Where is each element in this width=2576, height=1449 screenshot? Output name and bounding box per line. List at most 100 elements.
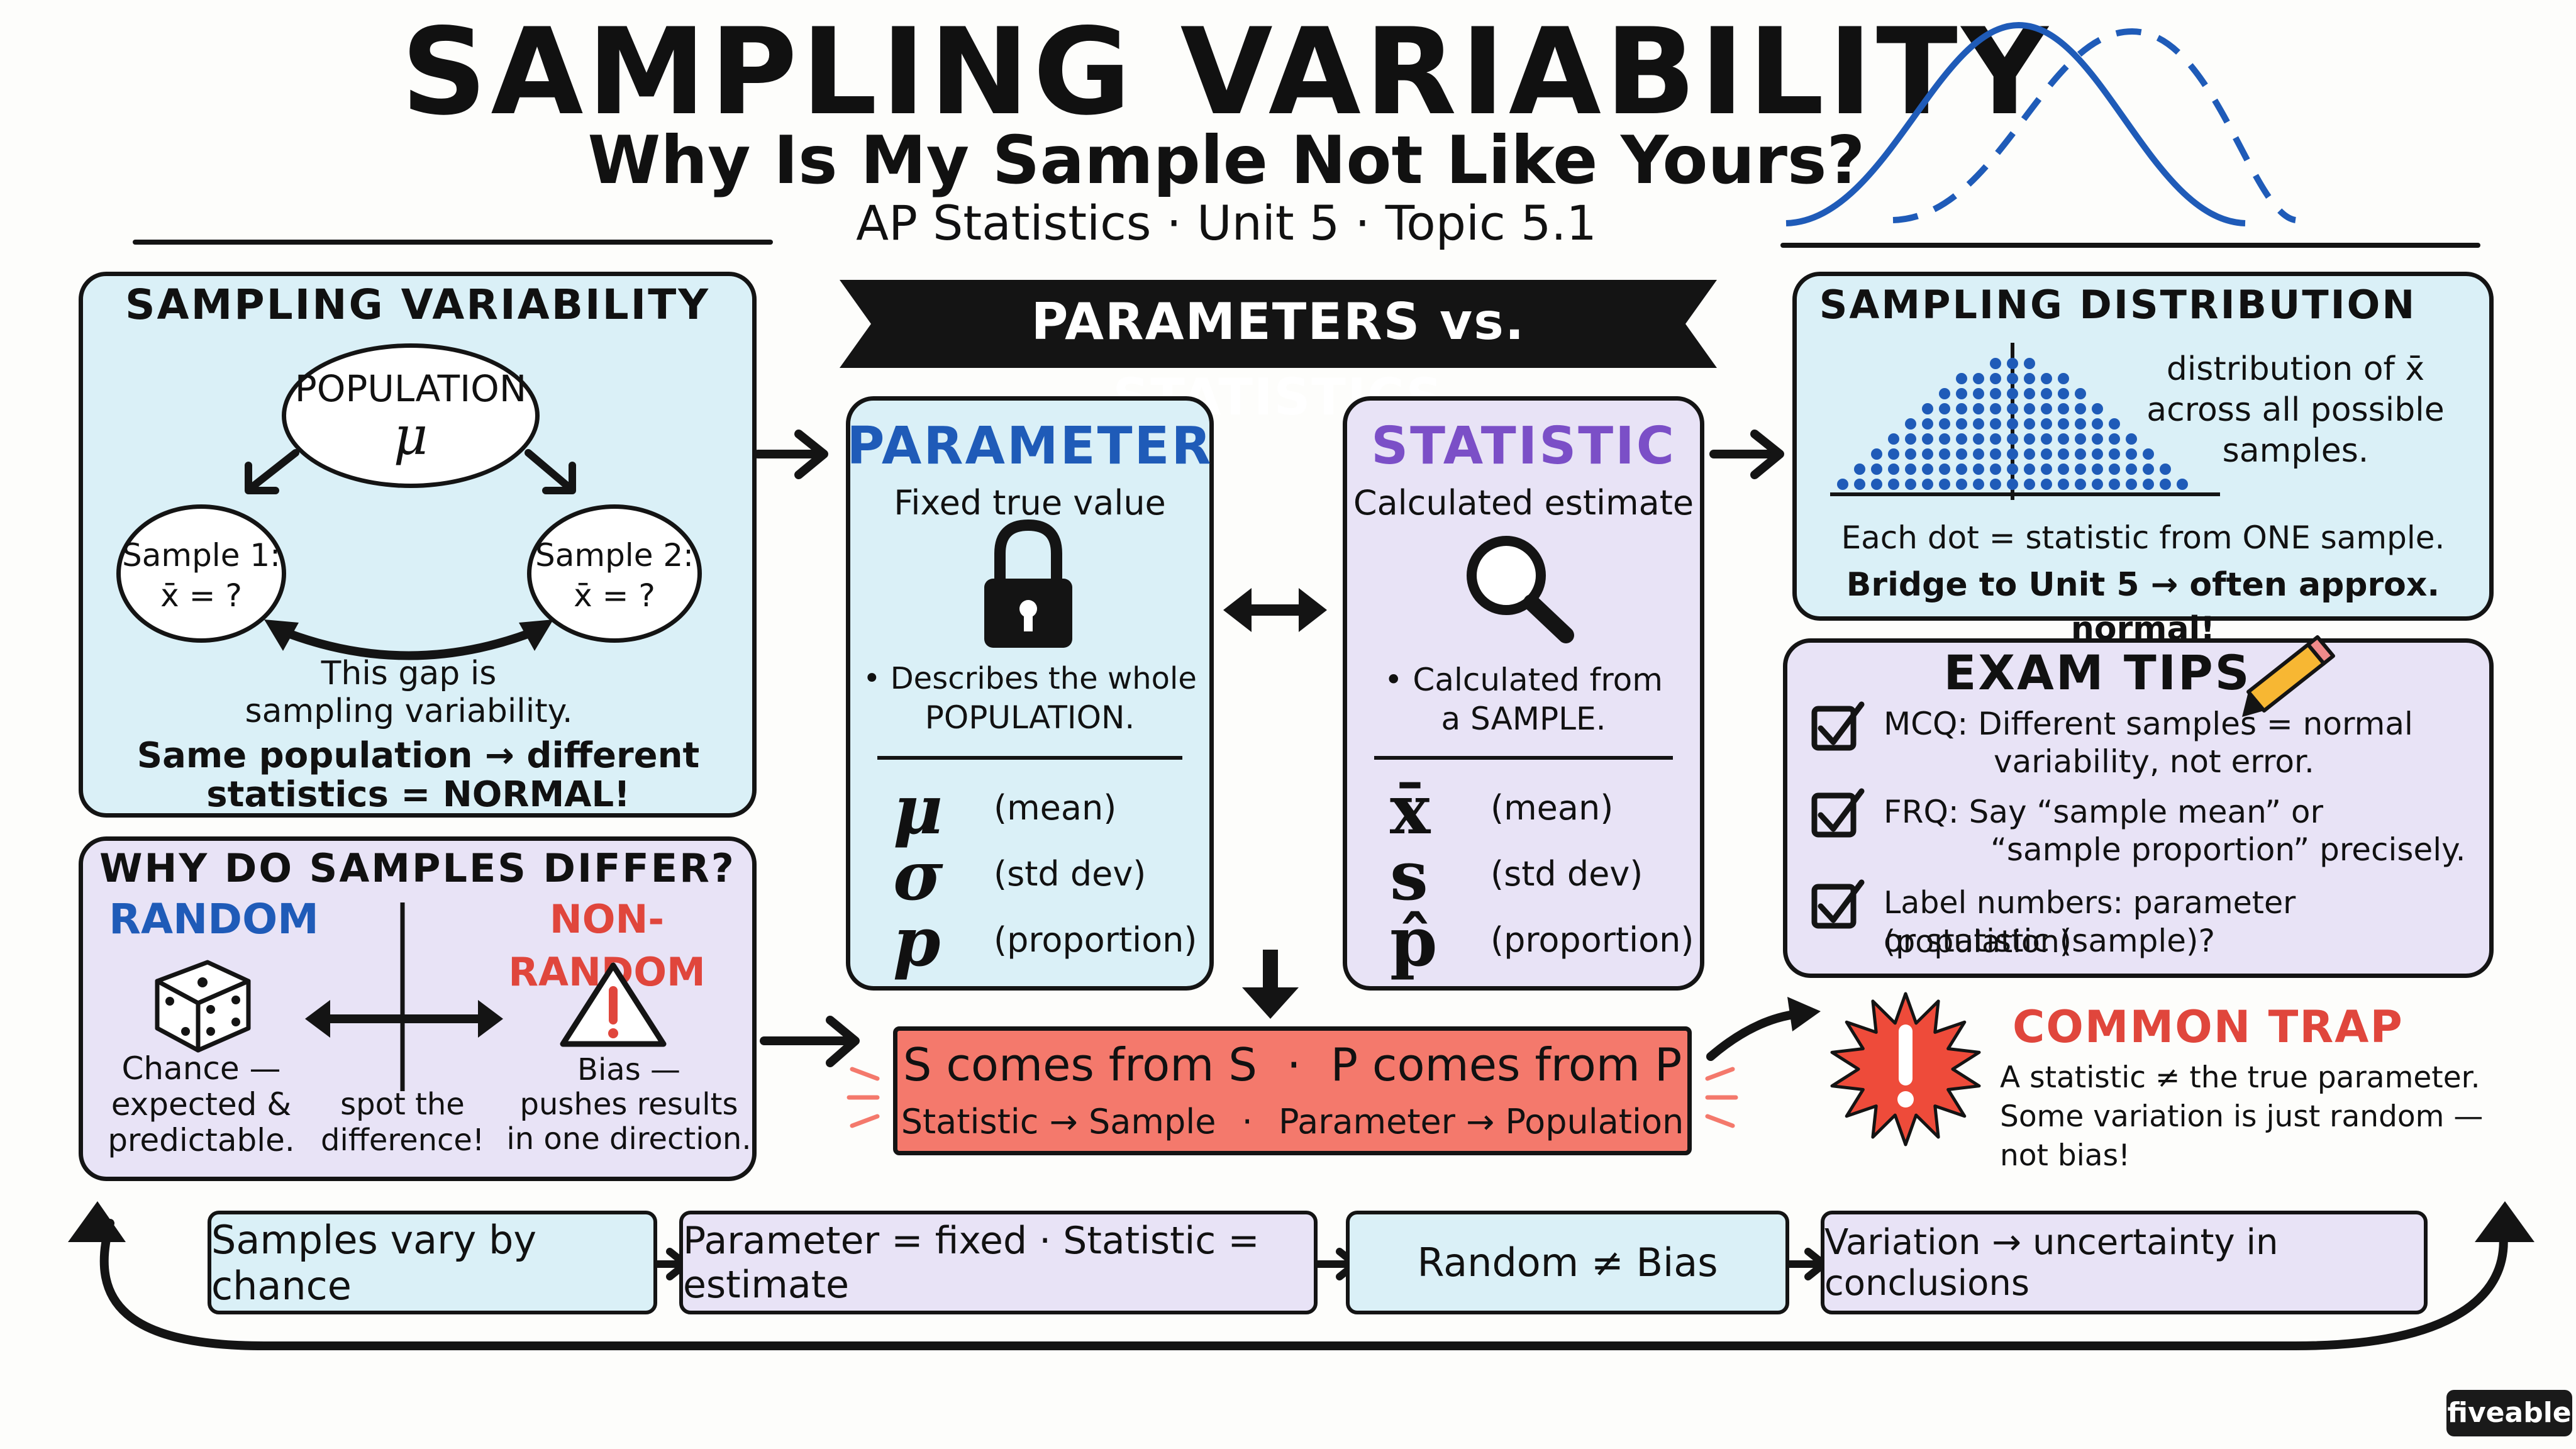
sample-dot [2058, 403, 2069, 414]
sample-dot [2126, 479, 2137, 490]
sample-dot [2024, 433, 2035, 445]
sample-dot [2058, 373, 2069, 384]
sample-dot [1956, 448, 1967, 460]
random-desc-1: Chance — [121, 1050, 281, 1087]
sample1-label: Sample 1: [121, 537, 281, 574]
sample2-node: Sample 2: x̄ = ? [527, 504, 702, 643]
sample-dot [1990, 479, 2001, 490]
sample-dot [1973, 373, 1984, 384]
tip-2-line-1: FRQ: Say “sample mean” or [1884, 794, 2324, 830]
dice-icon [155, 960, 251, 1053]
sample-dot [2109, 479, 2120, 490]
sigma-meaning: (std dev) [994, 854, 1146, 894]
panel-heading: SAMPLING VARIABILITY [125, 280, 711, 329]
sample-dot [2092, 464, 2103, 475]
statistic-row: s (std dev) [1390, 836, 1692, 916]
sample-dot [2126, 448, 2137, 460]
sample-dot [1990, 403, 2001, 414]
conclusion-2: statistics = NORMAL! [206, 774, 630, 815]
sample-dot [1871, 448, 1882, 460]
mu-symbol: μ [893, 770, 943, 850]
sample-dot [2024, 448, 2035, 460]
statistic-heading: STATISTIC [1371, 416, 1676, 476]
random-desc-3: predictable. [108, 1122, 295, 1158]
sample-dot [2143, 464, 2154, 475]
parameter-subheading: Fixed true value [894, 483, 1166, 523]
sampling-distribution-heading: SAMPLING DISTRIBUTION [1819, 282, 2417, 328]
mu-meaning: (mean) [994, 788, 1117, 828]
sample-dot [2075, 433, 2086, 445]
rule-line-2: Statistic → Sample · Parameter → Populat… [893, 1099, 1692, 1145]
sample-dot [2092, 418, 2103, 430]
gap-arrow [272, 625, 545, 660]
sample-dot [2024, 373, 2035, 384]
sample2-value: x̄ = ? [574, 577, 655, 614]
sample-dot [1905, 418, 1916, 430]
sample-dot [1973, 418, 1984, 430]
sample-dot [1854, 464, 1865, 475]
sample-dot [2024, 418, 2035, 430]
sample-dot [1854, 479, 1865, 490]
sample-dot [2041, 373, 2052, 384]
flow-step-4: Variation → uncertainty in conclusions [1821, 1211, 2428, 1314]
tip-3-line-2: or statistic (sample)? [1884, 923, 2216, 959]
statistic-desc-1: • Calculated from [1384, 662, 1663, 698]
sample-dot [1888, 464, 1899, 475]
sample-dot [1956, 479, 1967, 490]
sample-dot [2109, 433, 2120, 445]
sampling-distribution-panel [1792, 272, 2494, 621]
nonrandom-desc-3: in one direction. [506, 1121, 752, 1157]
sample-dot [1990, 433, 2001, 445]
sample-dot [2126, 464, 2137, 475]
population-label: POPULATION [294, 367, 527, 410]
distribution-desc-2: across all possible [2146, 391, 2445, 429]
sample-dot [2058, 433, 2069, 445]
sample-dot [2109, 418, 2120, 430]
xbar-symbol: x̄ [1390, 770, 1431, 850]
gap-caption-2: sampling variability. [245, 692, 573, 730]
sample-dot [2024, 464, 2035, 475]
page-title: SAMPLING VARIABILITY [401, 3, 2052, 142]
statistic-row: x̄ (mean) [1390, 770, 1692, 850]
sample-dot [2058, 464, 2069, 475]
page-subtitle: Why Is My Sample Not Like Yours? [587, 122, 1865, 199]
random-desc-2: expected & [111, 1086, 292, 1123]
sample-dot [1939, 403, 1950, 414]
sample-dot [1990, 418, 2001, 430]
sample-dot [1922, 433, 1933, 445]
rule-box [893, 1026, 1692, 1155]
flow-step-3: Random ≠ Bias [1346, 1211, 1789, 1314]
sample2-label: Sample 2: [535, 537, 694, 574]
sample-dot [1922, 403, 1933, 414]
rule-line-1: S comes from S · P comes from P [893, 1036, 1692, 1093]
sample-dot [1973, 433, 1984, 445]
common-trap-line-1: A statistic ≠ the true parameter. [2000, 1060, 2480, 1095]
sample-dot [1922, 448, 1933, 460]
pencil-icon [2242, 635, 2335, 717]
tip-1-line-2: variability, not error. [1994, 743, 2314, 780]
sample-dot [2024, 358, 2035, 369]
sample-dot [1973, 479, 1984, 490]
flow-step-1: Samples vary by chance [208, 1211, 657, 1314]
sample-dot [2058, 479, 2069, 490]
sample-dot [2075, 418, 2086, 430]
sample-dot [2058, 418, 2069, 430]
sample-dot [1939, 464, 1950, 475]
sample-dot [2143, 479, 2154, 490]
parameter-desc-2: POPULATION. [924, 699, 1135, 736]
sample-dot [2177, 479, 2188, 490]
sample-dot [2143, 448, 2154, 460]
tip-3-line-1: Label numbers: parameter (population) [1884, 885, 2296, 960]
sample-dot [2007, 358, 2018, 369]
sample-dot [1956, 418, 1967, 430]
phat-meaning: (proportion) [1491, 920, 1694, 960]
sample-dot [1973, 464, 1984, 475]
sample-dot [2024, 403, 2035, 414]
common-trap-line-3: not bias! [2000, 1138, 2130, 1173]
sample-dot [1956, 373, 1967, 384]
brand-logo: fiveable [2446, 1390, 2572, 1436]
sample-dot [2007, 464, 2018, 475]
